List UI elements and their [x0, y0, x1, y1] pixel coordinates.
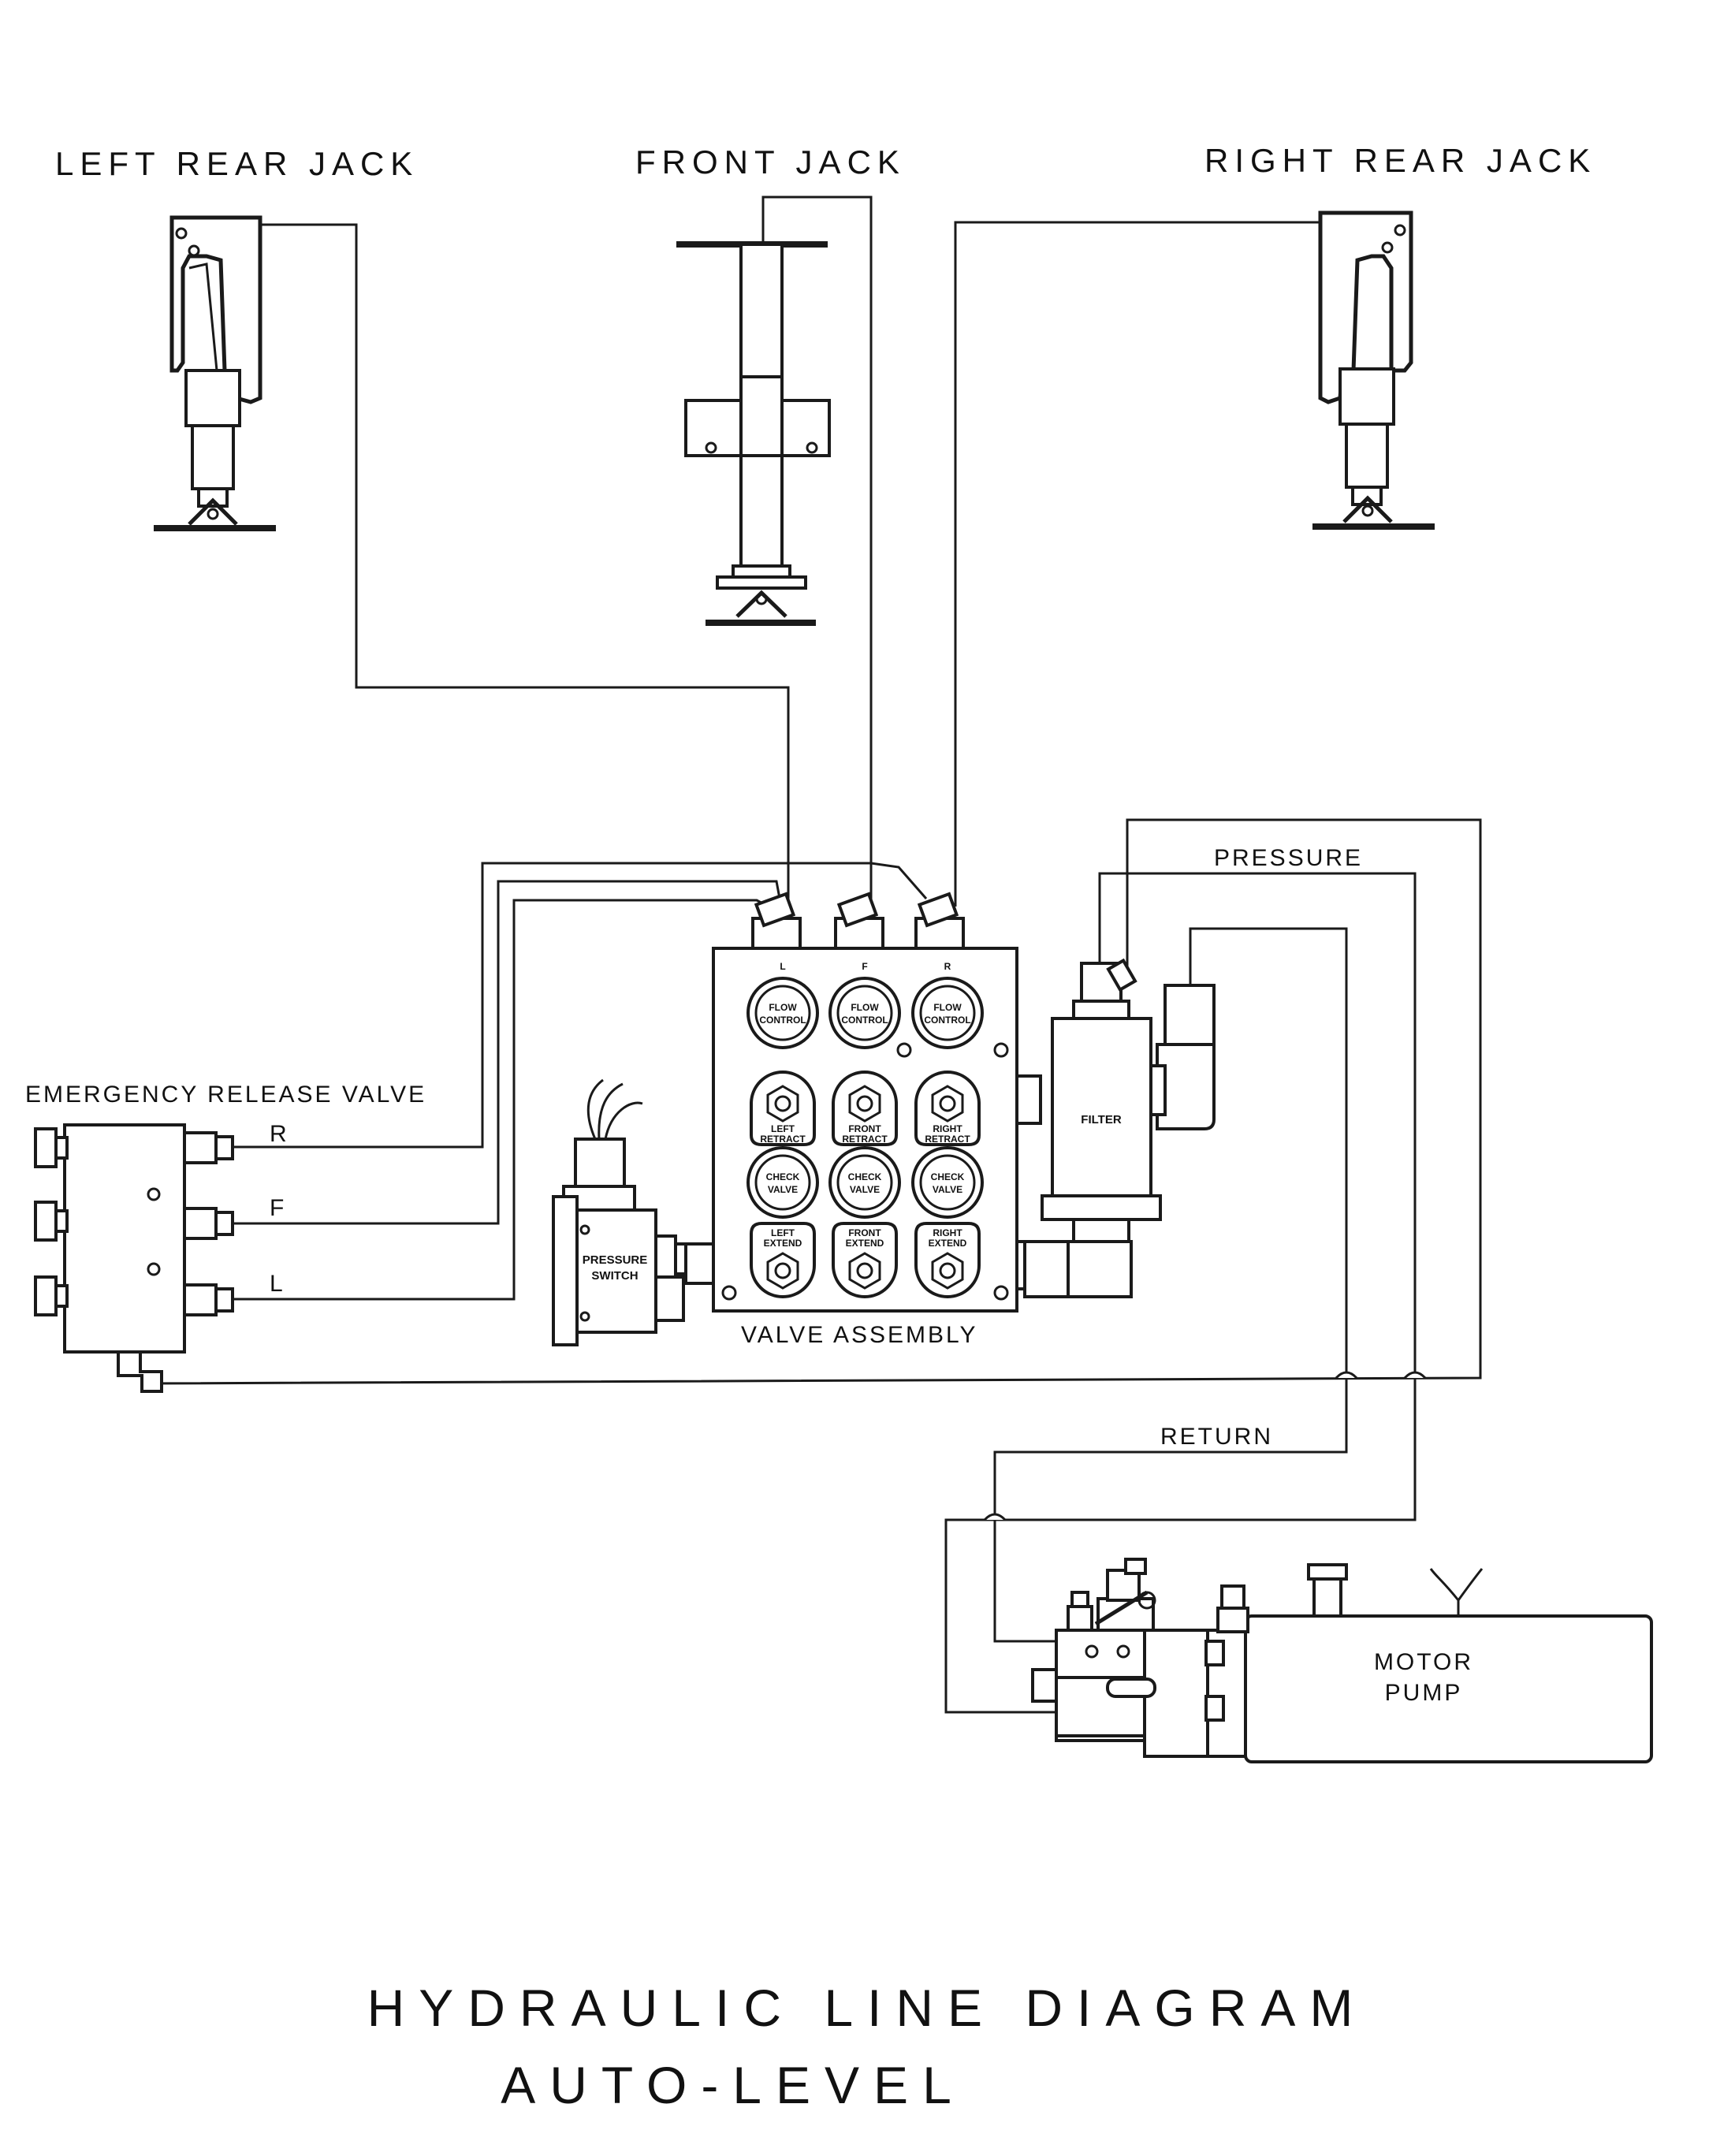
svg-text:RETRACT: RETRACT — [842, 1134, 888, 1145]
front-jack-label: FRONT JACK — [635, 143, 906, 181]
extend-valve-left: LEFT EXTEND — [750, 1222, 816, 1298]
right-rear-jack — [1312, 210, 1435, 530]
valve-assembly-label: VALVE ASSEMBLY — [741, 1322, 977, 1348]
retract-valve-left: LEFT RETRACT — [750, 1071, 816, 1146]
svg-text:FRONT: FRONT — [848, 1227, 881, 1238]
release-port-r: R — [270, 1121, 289, 1147]
return-line-label: RETURN — [1160, 1424, 1273, 1450]
motor-pump-label-line2: PUMP — [1385, 1680, 1463, 1706]
svg-text:FRONT: FRONT — [848, 1123, 881, 1134]
left-rear-jack-label: LEFT REAR JACK — [55, 145, 419, 182]
svg-text:FLOW: FLOW — [933, 1002, 962, 1013]
check-valve-right: CHECK VALVE — [911, 1146, 984, 1219]
svg-text:EXTEND: EXTEND — [764, 1238, 802, 1249]
svg-text:CONTROL: CONTROL — [924, 1015, 970, 1026]
svg-text:EXTEND: EXTEND — [929, 1238, 967, 1249]
diagram-title-line2: AUTO-LEVEL — [501, 2056, 966, 2114]
filter-label: FILTER — [1081, 1113, 1122, 1126]
right-rear-jack-label: RIGHT REAR JACK — [1204, 142, 1596, 179]
svg-text:VALVE: VALVE — [850, 1184, 880, 1195]
svg-text:FLOW: FLOW — [769, 1002, 797, 1013]
svg-text:RETRACT: RETRACT — [925, 1134, 970, 1145]
pressure-switch-label-line1: PRESSURE — [583, 1253, 648, 1267]
svg-text:RETRACT: RETRACT — [760, 1134, 806, 1145]
pressure-line-label: PRESSURE — [1214, 845, 1363, 871]
svg-text:FLOW: FLOW — [851, 1002, 879, 1013]
svg-text:VALVE: VALVE — [768, 1184, 798, 1195]
extend-valve-right: RIGHT EXTEND — [914, 1222, 981, 1298]
svg-text:RIGHT: RIGHT — [933, 1123, 962, 1134]
pressure-return-lines — [141, 818, 1482, 1714]
emergency-release-valve-label: EMERGENCY RELEASE VALVE — [25, 1082, 426, 1108]
flow-control-front: FLOW CONTROL — [828, 977, 901, 1049]
release-port-f: F — [270, 1195, 286, 1221]
jack-lines — [260, 195, 1320, 907]
pressure-switch-label-line2: SWITCH — [591, 1269, 638, 1283]
retract-valve-front: FRONT RETRACT — [832, 1071, 898, 1146]
motor-pump-label-line1: MOTOR — [1374, 1649, 1473, 1675]
front-jack — [676, 241, 831, 626]
flow-control-left: FLOW CONTROL — [746, 977, 819, 1049]
svg-text:CONTROL: CONTROL — [841, 1015, 888, 1026]
emergency-release-valve — [34, 1123, 234, 1393]
retract-valve-right: RIGHT RETRACT — [914, 1071, 981, 1146]
svg-text:LEFT: LEFT — [771, 1123, 795, 1134]
svg-text:CHECK: CHECK — [931, 1171, 965, 1182]
motor-pump — [1031, 1558, 1653, 1763]
svg-text:LEFT: LEFT — [771, 1227, 795, 1238]
left-rear-jack — [154, 215, 276, 531]
svg-text:CONTROL: CONTROL — [759, 1015, 806, 1026]
valve-port-l: L — [780, 961, 785, 972]
extend-valve-front: FRONT EXTEND — [832, 1222, 898, 1298]
svg-text:CHECK: CHECK — [766, 1171, 800, 1182]
diagram-title-line1: HYDRAULIC LINE DIAGRAM — [367, 1979, 1368, 2037]
check-valve-front: CHECK VALVE — [828, 1146, 901, 1219]
check-valve-left: CHECK VALVE — [746, 1146, 819, 1219]
valve-port-r: R — [944, 961, 951, 972]
svg-text:EXTEND: EXTEND — [846, 1238, 884, 1249]
release-port-l: L — [270, 1271, 285, 1297]
pressure-switch — [552, 1078, 712, 1346]
svg-text:VALVE: VALVE — [933, 1184, 962, 1195]
flow-control-right: FLOW CONTROL — [911, 977, 984, 1049]
valve-port-f: F — [862, 961, 867, 972]
svg-text:CHECK: CHECK — [848, 1171, 882, 1182]
svg-text:RIGHT: RIGHT — [933, 1227, 962, 1238]
filter — [1023, 958, 1216, 1298]
